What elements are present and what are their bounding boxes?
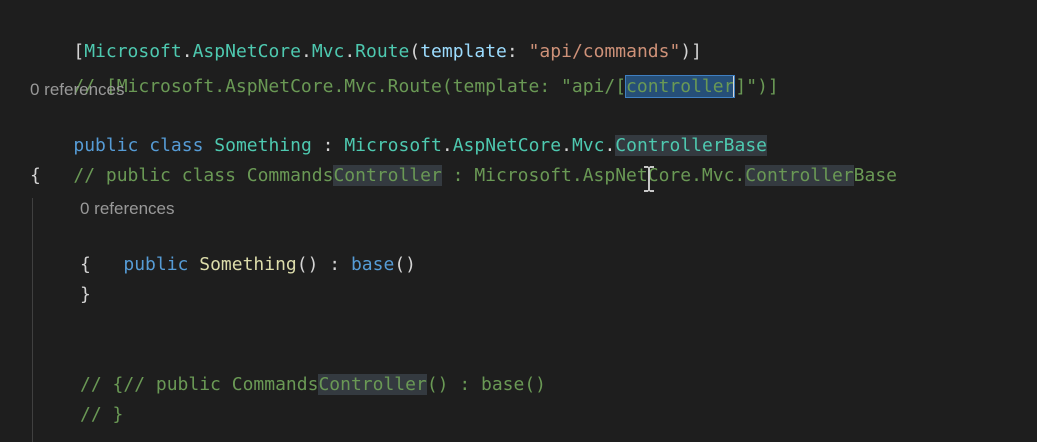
- token: Mvc: [571, 135, 605, 156]
- text-caret: [733, 76, 736, 98]
- token: AspNetCore: [452, 135, 562, 156]
- code-line-commented-route[interactable]: // [Microsoft.AspNetCore.Mvc.Route(templ…: [30, 42, 779, 98]
- token: .: [181, 41, 193, 62]
- token: Route: [355, 41, 410, 62]
- token: .: [441, 135, 453, 156]
- token: [188, 254, 199, 275]
- token: base: [350, 254, 395, 275]
- code-line-commented-constructor[interactable]: // public CommandsController() : base(): [80, 340, 546, 395]
- token: [: [73, 41, 85, 62]
- token: () : base(): [426, 374, 547, 395]
- code-line-commented-open-brace[interactable]: // {: [80, 374, 124, 395]
- word-highlight: Controller: [745, 165, 854, 186]
- i-beam-cursor-icon: [644, 166, 654, 192]
- indent-guide: [32, 198, 33, 442]
- code-line-open-brace[interactable]: {: [30, 165, 41, 186]
- token: public: [123, 254, 189, 275]
- token: :: [506, 41, 529, 62]
- token: Something: [214, 135, 312, 156]
- code-line-commented-class[interactable]: // public class CommandsController : Mic…: [30, 131, 897, 186]
- token: )]: [680, 41, 702, 62]
- token: () :: [296, 254, 351, 275]
- code-line-commented-close-brace[interactable]: // }: [80, 404, 124, 425]
- token: AspNetCore: [192, 41, 301, 62]
- selected-text: controller: [625, 75, 736, 98]
- word-highlight: Controller: [333, 165, 442, 186]
- token: Mvc: [311, 41, 345, 62]
- codelens-references[interactable]: 0 references: [30, 80, 125, 99]
- token: // [Microsoft.AspNetCore.Mvc.Route(templ…: [73, 76, 627, 97]
- token: // public Commands: [123, 374, 319, 395]
- token: Microsoft: [344, 135, 442, 156]
- token: (): [394, 254, 417, 275]
- token: Base: [853, 165, 897, 186]
- token: // public class Commands: [73, 165, 334, 186]
- token: .: [344, 41, 356, 62]
- token: ControllerBase: [615, 135, 768, 156]
- token: .: [604, 135, 616, 156]
- code-line-close-brace[interactable]: }: [80, 284, 91, 305]
- code-line-constructor[interactable]: public Something() : base(): [80, 220, 416, 275]
- token: public: [73, 135, 139, 156]
- token: ]")]: [735, 76, 779, 97]
- token: (: [409, 41, 421, 62]
- word-highlight: Controller: [318, 374, 427, 395]
- code-line-route-attribute[interactable]: [Microsoft.AspNetCore.Mvc.Route(template…: [30, 7, 702, 62]
- token: Something: [199, 254, 297, 275]
- code-line-class-declaration[interactable]: public class Something : Microsoft.AspNe…: [30, 101, 768, 156]
- token: .: [561, 135, 572, 156]
- code-line-open-brace[interactable]: {: [80, 254, 91, 275]
- token: :: [311, 135, 345, 156]
- token: .: [300, 41, 312, 62]
- token: Microsoft: [84, 41, 182, 62]
- codelens-references[interactable]: 0 references: [80, 199, 175, 218]
- token: "api/commands": [528, 41, 681, 62]
- token: : Microsoft.AspNetCore.Mvc.: [441, 165, 746, 186]
- token: class: [149, 135, 204, 156]
- token: template: [420, 41, 507, 62]
